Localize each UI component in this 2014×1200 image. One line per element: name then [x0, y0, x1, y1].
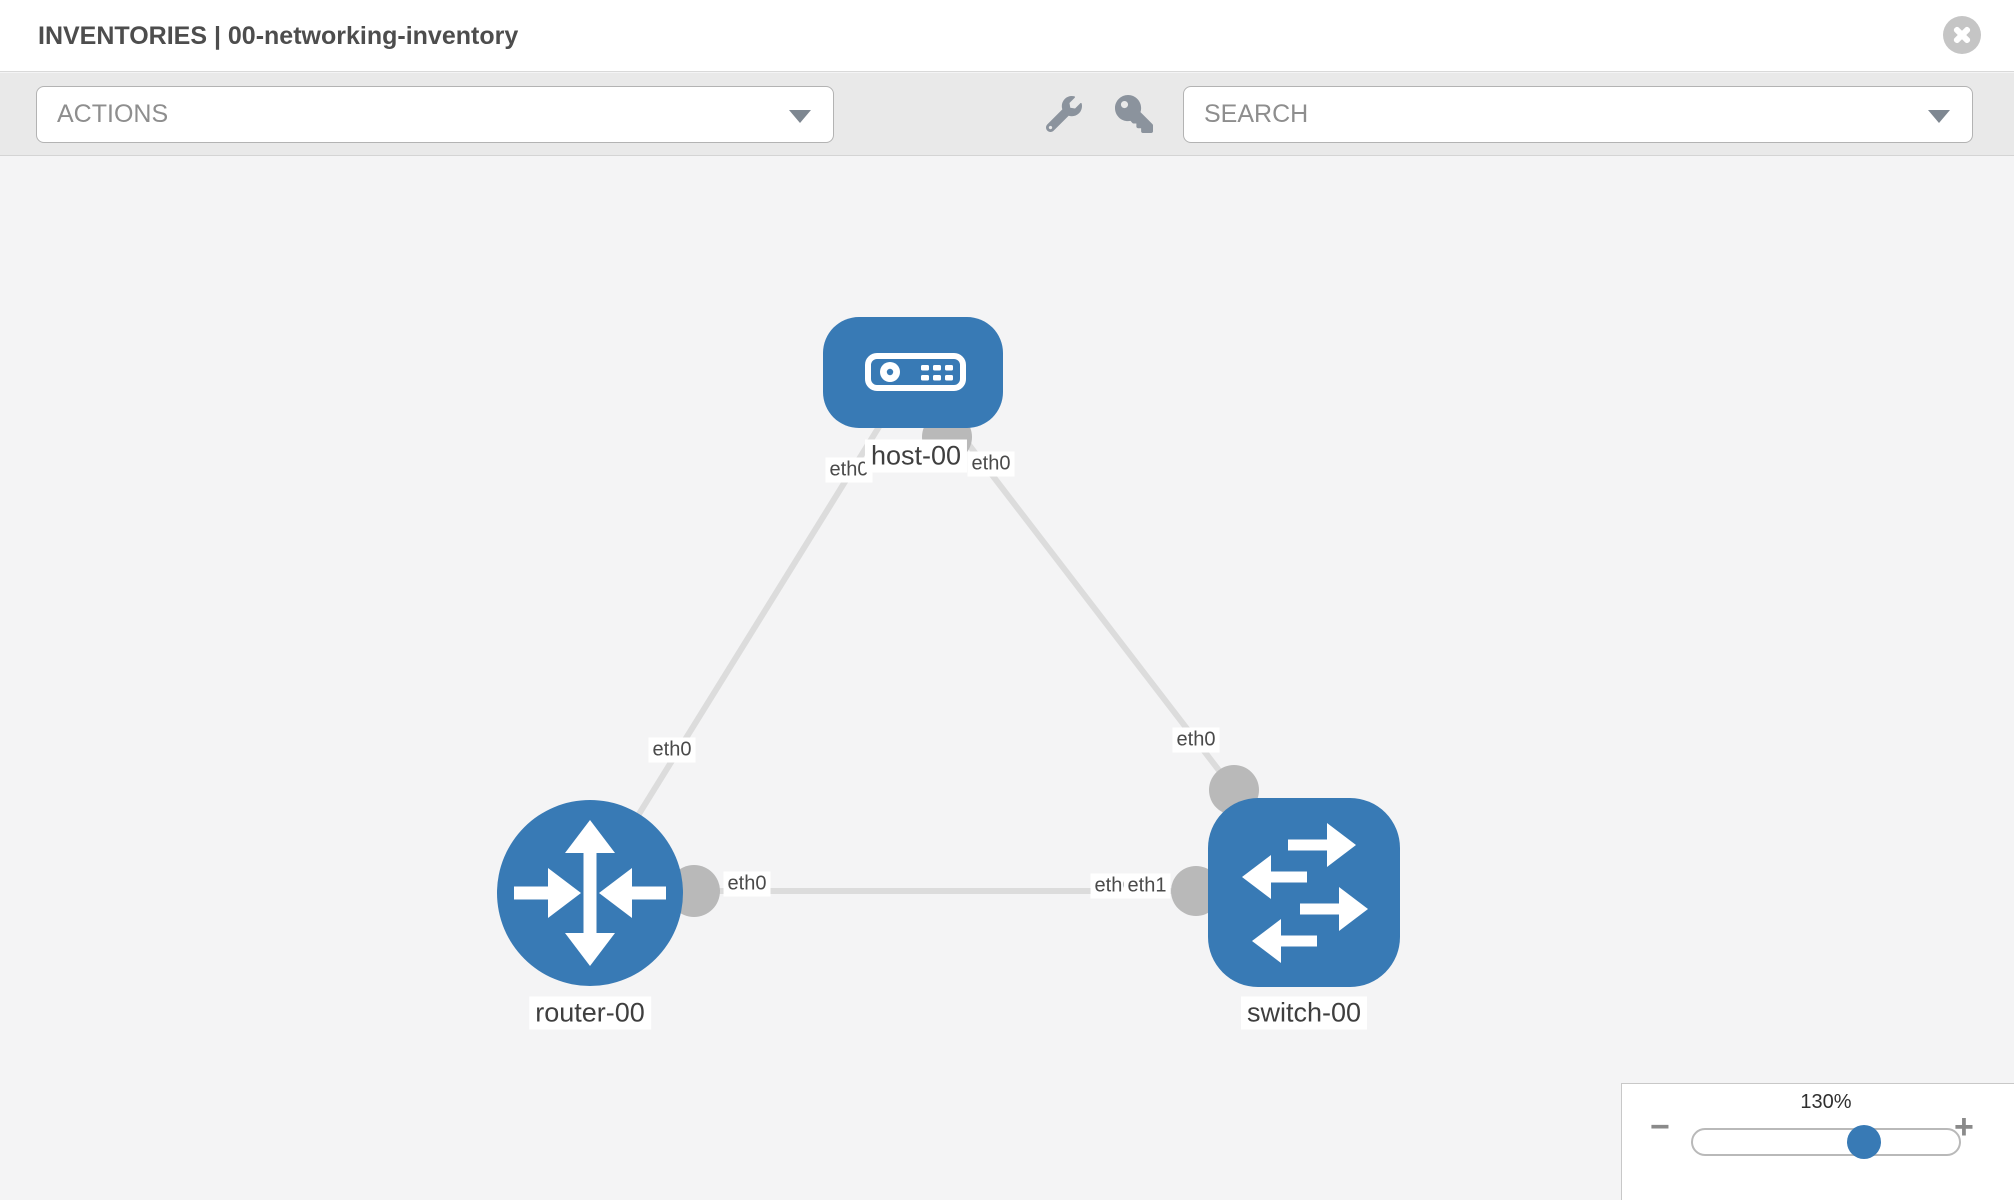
- port-label: eth0: [825, 457, 873, 483]
- node-label-switch: switch-00: [1240, 996, 1368, 1030]
- wrench-button[interactable]: [1043, 93, 1085, 135]
- actions-dropdown-label: ACTIONS: [57, 100, 169, 128]
- zoom-slider-thumb[interactable]: [1847, 1125, 1881, 1159]
- port-label: eth0: [648, 737, 696, 763]
- zoom-out-button[interactable]: −: [1650, 1108, 1670, 1146]
- node-label-router: router-00: [529, 996, 651, 1030]
- actions-dropdown[interactable]: ACTIONS: [36, 86, 834, 143]
- router-icon: [514, 820, 666, 966]
- toolbar: ACTIONS SEARCH: [0, 73, 2014, 156]
- page-title: INVENTORIES | 00-networking-inventory: [38, 22, 519, 50]
- key-icon: [1115, 95, 1153, 133]
- toolbar-icon-group: [1043, 93, 1155, 135]
- node-host-00[interactable]: [823, 317, 1003, 428]
- host-icon: [865, 353, 966, 391]
- caret-down-icon: [1928, 110, 1950, 123]
- zoom-in-button[interactable]: +: [1954, 1108, 1974, 1146]
- port-label: eth0: [723, 871, 771, 897]
- node-router-00[interactable]: [497, 800, 683, 986]
- close-button[interactable]: [1943, 16, 1981, 54]
- port-label: eth0: [967, 451, 1015, 477]
- caret-down-icon: [789, 110, 811, 123]
- node-label-host: host-00: [864, 439, 968, 473]
- port-label: eth1: [1123, 873, 1171, 899]
- key-button[interactable]: [1113, 93, 1155, 135]
- zoom-level-value: 130%: [1800, 1091, 1852, 1113]
- node-switch-00[interactable]: [1208, 798, 1400, 987]
- header: INVENTORIES | 00-networking-inventory: [0, 0, 2014, 72]
- port-label: eth0: [1172, 727, 1220, 753]
- zoom-panel: 130% − +: [1621, 1083, 2014, 1200]
- wrench-icon: [1046, 96, 1082, 132]
- switch-icon: [1242, 823, 1368, 963]
- interface-ports: [668, 412, 1259, 917]
- search-input[interactable]: SEARCH: [1183, 86, 1973, 143]
- search-placeholder: SEARCH: [1204, 100, 1309, 128]
- zoom-slider-track[interactable]: [1691, 1128, 1961, 1156]
